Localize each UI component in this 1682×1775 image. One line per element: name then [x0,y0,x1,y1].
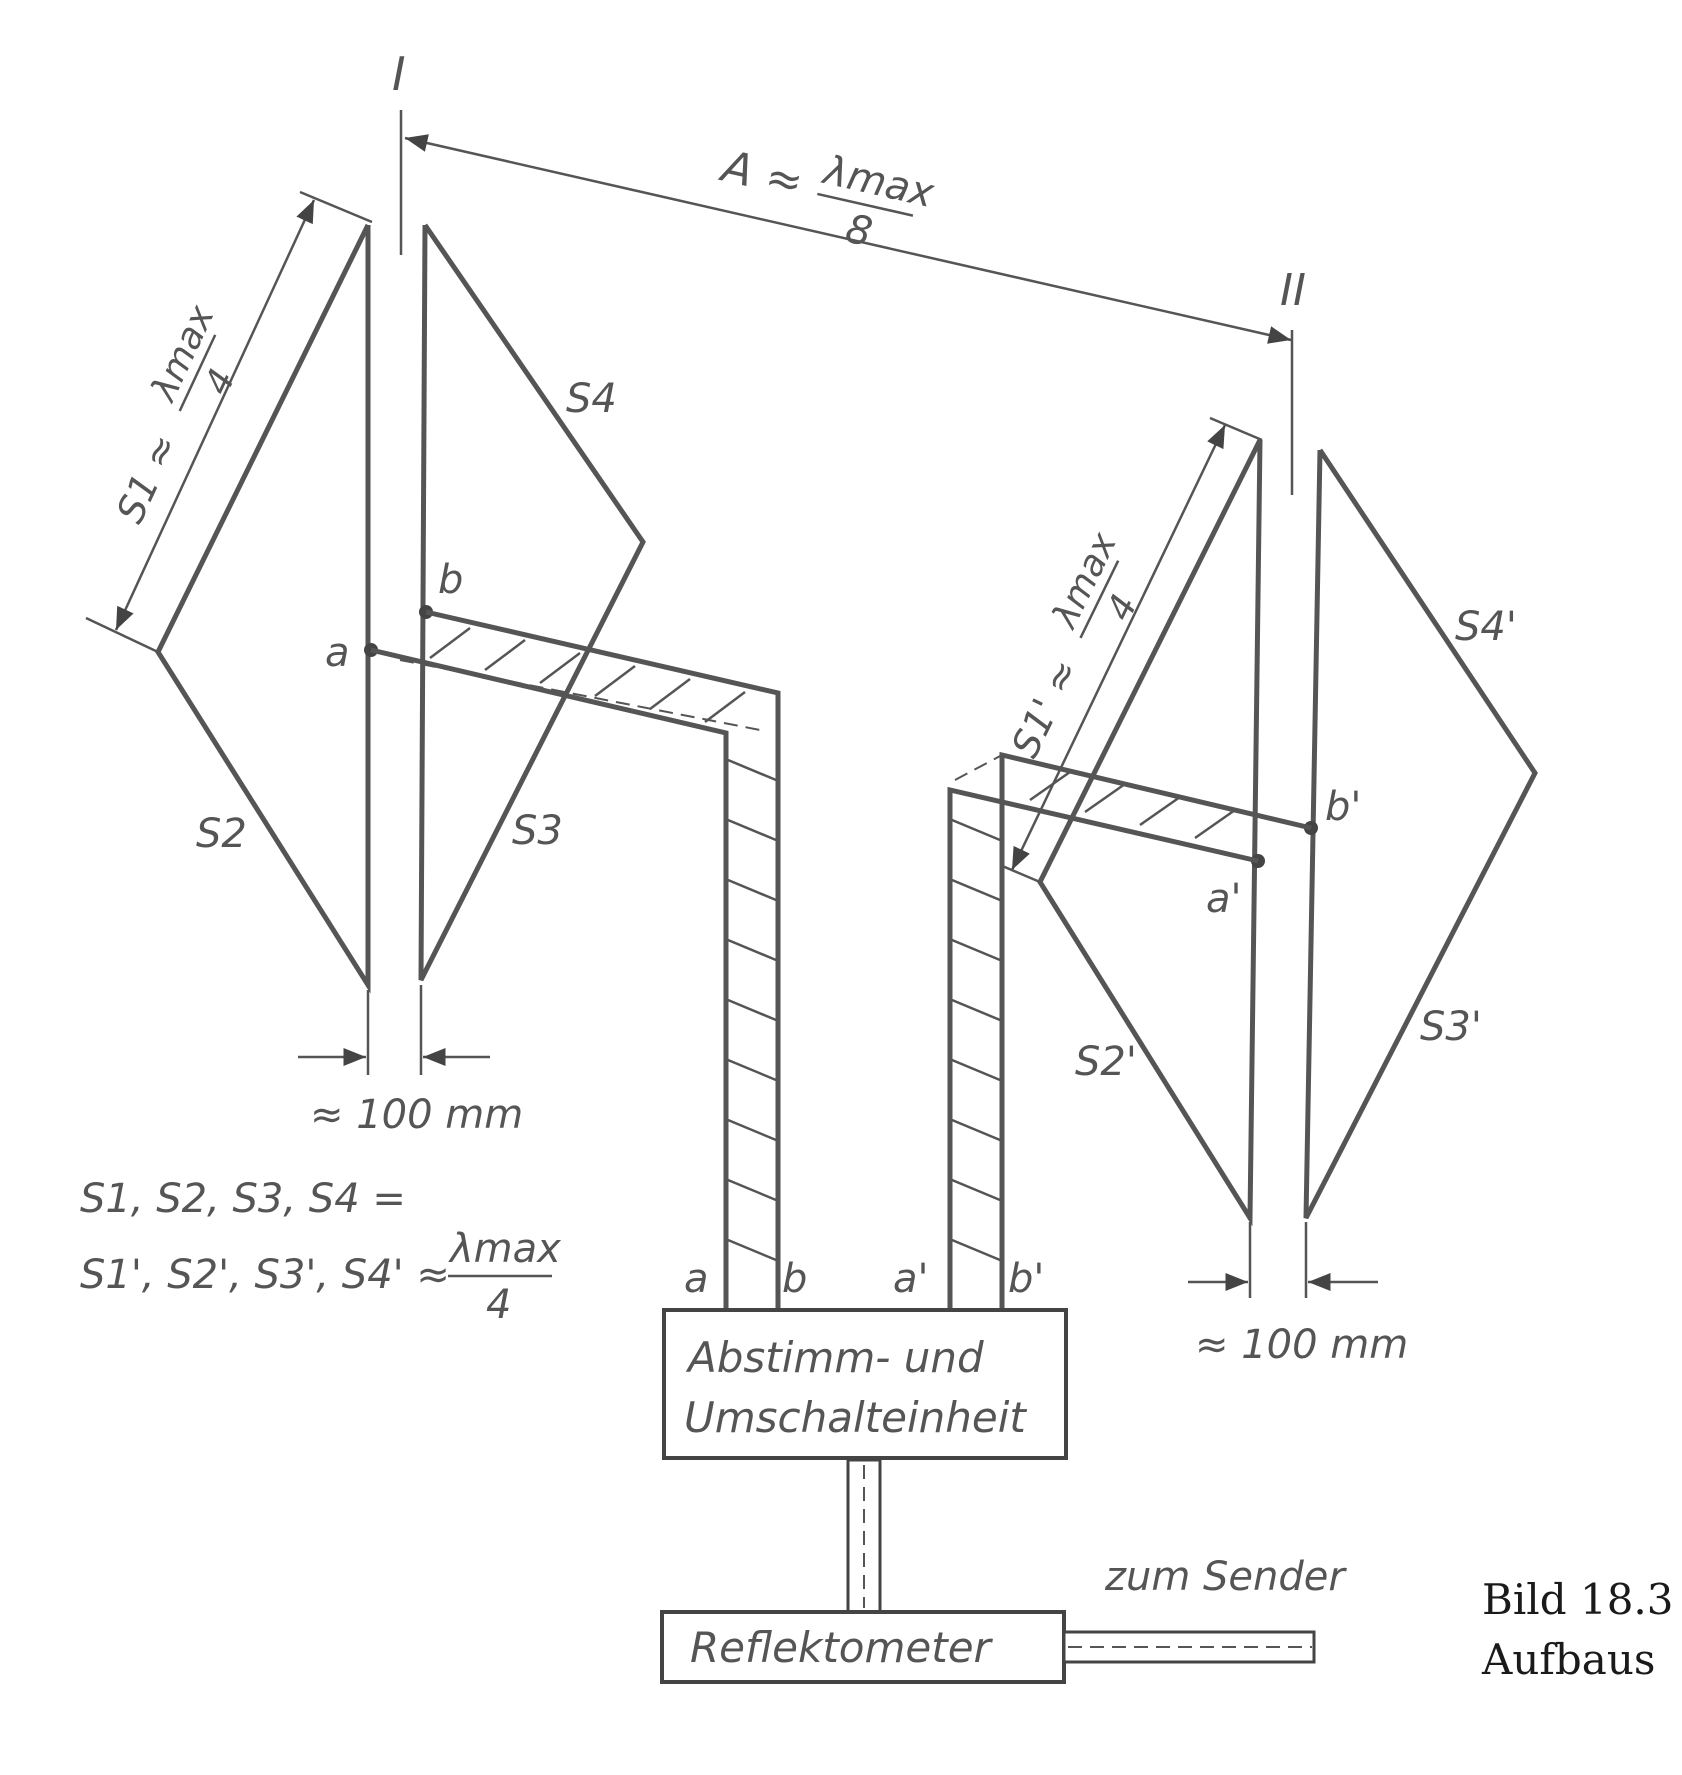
formula-denominator: 4 [486,1282,511,1328]
feed-line-left-hatching [429,627,777,1262]
feed-line-left-hatching-h [399,659,761,731]
dimension-s1-ext-top [299,190,373,224]
axis-label-ii: II [1280,265,1306,316]
tuning-unit-label-line-2: Umschalteinheit [684,1393,1027,1442]
feed-line-right [947,751,1312,1310]
feed-line-left [370,609,781,1310]
figure-caption-line-2: Aufbaus [1481,1635,1655,1684]
label-s1-prefix: S1 ≈ [108,427,187,529]
label-gap-right: ≈ 100 mm [1195,1322,1408,1368]
label-s2-prime: S2' [1075,1039,1137,1085]
label-gap-left: ≈ 100 mm [310,1092,523,1138]
label-s1p-denominator: 4 [1099,589,1146,628]
dimension-s1-label: S1 ≈ λmax 4 [108,299,244,530]
label-s3: S3 [512,808,563,854]
distance-arrow [404,134,1292,344]
label-feed-a: a [325,630,350,676]
label-distance-denominator: 8 [841,206,876,256]
left-antenna: I a b S4 S2 S3 S1 ≈ λmax 4 ≈ 100 mm [85,47,646,1138]
dimension-s1-ext-bottom [85,616,159,654]
axis-label-i: I [392,47,406,101]
label-distance-fraction-bar [817,192,914,217]
tuning-switching-unit-box [662,1308,1068,1460]
formula-numerator: λmax [448,1226,561,1272]
label-s1p-numerator: λmax [1044,526,1126,636]
element-s4p-s3p [1303,448,1538,1220]
label-feed-a-prime: a' [1206,876,1242,922]
label-feed-b: b [438,557,463,603]
terminal-label-right-b: b' [1008,1256,1044,1302]
label-feed-b-prime: b' [1325,784,1361,830]
label-s1-fraction-bar [178,334,217,412]
element-s4-s3 [418,223,646,982]
dimension-s1p-arrow [1010,424,1227,871]
element-length-formula: S1, S2, S3, S4 = S1', S2', S3', S4' ≈ λm… [80,1176,561,1328]
label-s3-prime: S3' [1420,1004,1482,1050]
tuning-unit-label-line-1: Abstimm- und [685,1333,984,1382]
dimension-s1-arrow [114,199,316,631]
terminal-label-left-b: b [782,1256,807,1302]
dimension-s1p-ext-bottom [999,863,1041,884]
feed-line-left-b [425,609,781,1310]
label-s4-prime: S4' [1455,604,1517,650]
terminal-label-left-a: a [684,1256,709,1302]
figure-caption-line-1: Bild 18.3 [1482,1575,1673,1624]
feed-line-right-hatching-h [954,754,1003,781]
formula-line-2: S1', S2', S3', S4' ≈ [80,1252,450,1298]
formula-line-1: S1, S2, S3, S4 = [80,1176,406,1222]
terminal-label-right-a: a' [893,1256,929,1302]
label-distance-prefix: A ≈ [715,140,808,208]
to-transmitter-label: zum Sender [1104,1554,1347,1600]
reflectometer-label: Reflektometer [690,1623,994,1672]
distance-dimension: A ≈ λmax 8 [404,134,1292,344]
feed-line-right-a [947,786,1259,1310]
label-s4: S4 [566,376,617,422]
reflectometer-box [660,1610,1066,1684]
label-s1p-prefix: S1' ≈ [1003,652,1088,764]
feed-line-right-hatching [951,770,1236,1262]
label-s1p-fraction-bar [1079,560,1120,639]
label-s2: S2 [196,811,247,857]
dimension-s1p-ext-top [1209,416,1263,442]
label-s1-numerator: λmax [142,299,222,409]
